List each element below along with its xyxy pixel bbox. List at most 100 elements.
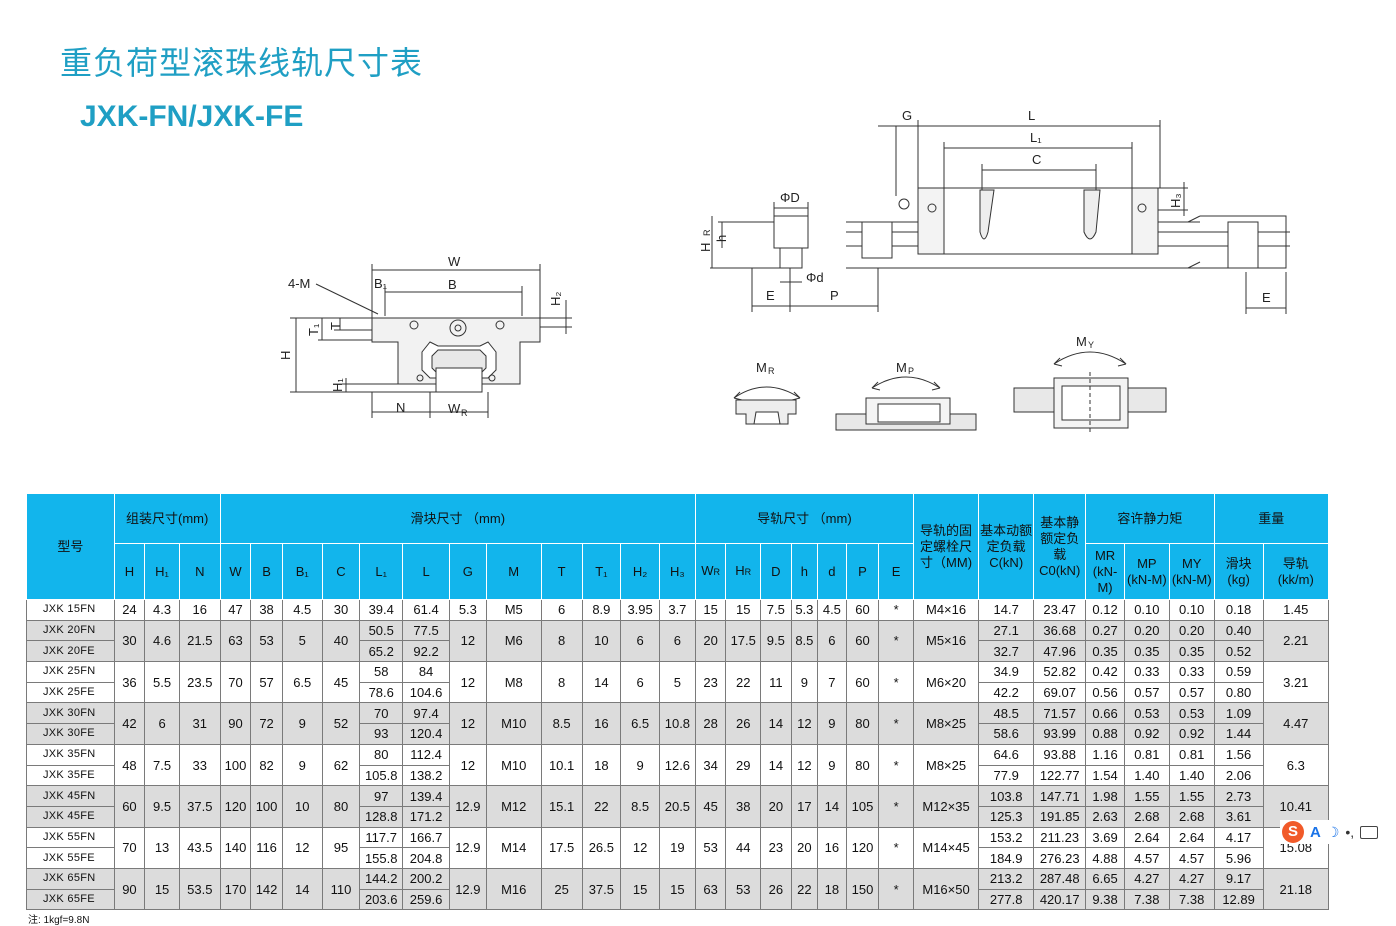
table-cell: 12.6: [658, 743, 696, 787]
table-cell: 138.2: [402, 764, 451, 787]
table-cell: 14: [760, 702, 792, 745]
th-sub-WR: WR: [694, 543, 727, 600]
table-cell: 12: [449, 702, 487, 745]
table-cell: 0.33: [1123, 661, 1170, 683]
table-cell: 60: [845, 599, 880, 621]
table-cell: 45: [694, 785, 727, 828]
table-cell: 6: [144, 702, 180, 745]
table-cell: 5.3: [790, 599, 819, 621]
table-cell: 9: [281, 743, 323, 787]
th-sub-E: E: [878, 543, 914, 600]
table-cell: 9.17: [1213, 867, 1264, 890]
table-cell: 128.8: [359, 805, 404, 828]
table-cell: 82: [250, 743, 283, 787]
table-cell: M10: [485, 702, 542, 745]
ime-moon-icon[interactable]: ☽: [1326, 823, 1340, 840]
table-cell: 0.57: [1168, 681, 1215, 704]
table-cell: 2.73: [1213, 785, 1264, 807]
table-cell: 80: [845, 702, 880, 745]
table-cell: 5: [281, 619, 323, 663]
th-sub-HR: HR: [725, 543, 762, 600]
table-cell: 12: [449, 743, 487, 787]
label-WR: W: [448, 401, 461, 416]
table-cell: 58.6: [978, 723, 1035, 745]
table-cell: 14.7: [978, 599, 1035, 621]
table-cell: 116: [250, 826, 283, 869]
table-cell: 15: [725, 599, 762, 621]
th-sub-MY: MY (kN-M): [1168, 543, 1215, 600]
table-cell: 52: [321, 702, 361, 745]
th-sub-W: W: [219, 543, 252, 600]
table-cell: 60: [113, 785, 146, 828]
th-sub-MR: MR (kN-M): [1085, 543, 1125, 600]
label-WR-sub: R: [461, 408, 468, 418]
table-cell: 12: [790, 702, 819, 745]
label-phiD: ΦD: [780, 190, 800, 205]
table-cell: 110: [321, 867, 361, 911]
table-cell: 0.92: [1168, 723, 1215, 745]
table-cell: 6.5: [620, 702, 660, 745]
th-assembly: 组装尺寸(mm): [113, 493, 221, 544]
table-cell: 184.9: [978, 847, 1035, 869]
table-cell: 211.23: [1033, 826, 1087, 849]
table-cell: 42: [113, 702, 146, 745]
table-cell: 5.96: [1213, 847, 1264, 869]
ime-logo-icon[interactable]: S: [1282, 821, 1304, 843]
table-cell: 72: [250, 702, 283, 745]
table-cell: 1.56: [1213, 743, 1264, 766]
ime-punct-icon[interactable]: •,: [1345, 824, 1355, 840]
label-MR: M: [756, 360, 767, 375]
table-cell: 5.5: [144, 661, 180, 704]
table-cell: 213.2: [978, 867, 1035, 890]
ime-keyboard-icon[interactable]: [1360, 825, 1379, 839]
table-cell: 6: [658, 619, 696, 663]
table-cell: 80: [359, 743, 404, 766]
table-cell: 6: [620, 661, 660, 704]
ime-toolbar[interactable]: S A ☽ •,: [1280, 820, 1396, 844]
table-cell: 0.56: [1085, 681, 1125, 704]
table-cell: 105.8: [359, 764, 404, 787]
table-cell: M12: [485, 785, 542, 828]
table-cell: 70: [219, 661, 252, 704]
table-cell: M5×16: [912, 619, 980, 663]
table-cell: 0.10: [1123, 599, 1170, 621]
table-cell: 8.5: [790, 619, 819, 663]
table-cell: 71.57: [1033, 702, 1087, 725]
page-subtitle: JXK-FN/JXK-FE: [80, 100, 304, 133]
table-cell: 125.3: [978, 805, 1035, 828]
table-cell: *: [878, 785, 914, 828]
table-cell: 0.81: [1168, 743, 1215, 766]
model-cell: JXK 20FN: [26, 619, 115, 642]
table-cell: 10.1: [540, 743, 583, 787]
page-title: 重负荷型滚珠线轨尺寸表: [60, 44, 424, 82]
ime-mode-icon[interactable]: A: [1310, 823, 1321, 841]
table-cell: M8×25: [912, 743, 980, 787]
label-H1: H₁: [330, 378, 345, 392]
table-cell: 42.2: [978, 681, 1035, 704]
table-cell: 27.1: [978, 619, 1035, 642]
table-cell: 21.5: [178, 619, 221, 663]
table-cell: 10: [581, 619, 622, 663]
table-cell: 34.9: [978, 661, 1035, 683]
label-W: W: [448, 254, 461, 269]
model-cell: JXK 65FN: [26, 867, 115, 890]
label-E-left: E: [766, 288, 775, 303]
th-sub-T: T: [540, 543, 583, 600]
table-cell: 23.5: [178, 661, 221, 704]
table-cell: 144.2: [359, 867, 404, 890]
table-cell: 1.55: [1123, 785, 1170, 807]
th-sub-h: h: [790, 543, 819, 600]
th-sub-D: D: [760, 543, 792, 600]
th-sub-d: d: [817, 543, 847, 600]
th-sub-MP: MP (kN-M): [1123, 543, 1170, 600]
table-cell: 26.5: [581, 826, 622, 869]
table-cell: 69.07: [1033, 681, 1087, 704]
